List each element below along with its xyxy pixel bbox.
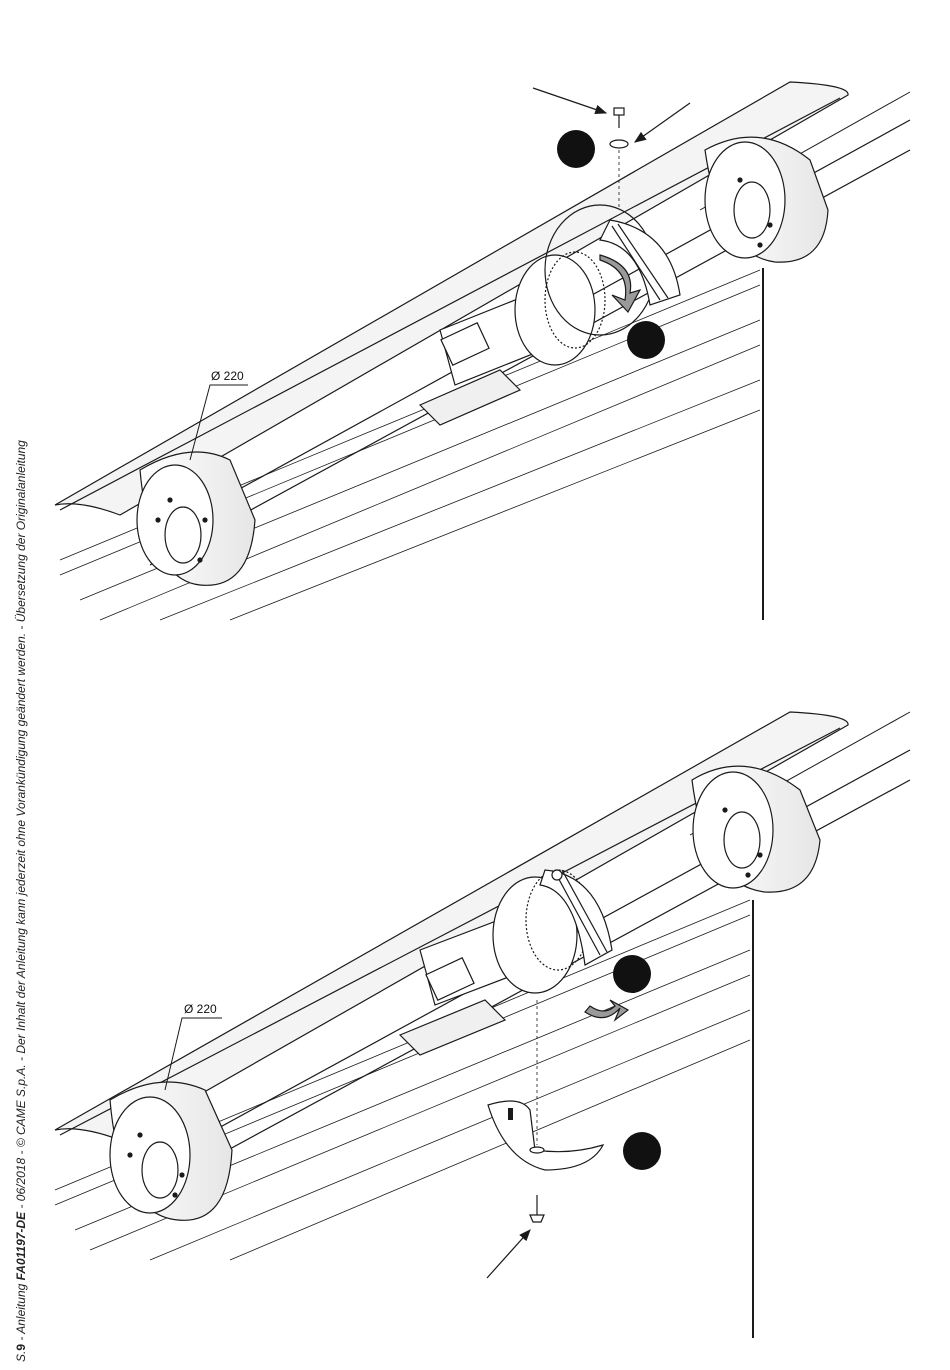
figure-top bbox=[55, 82, 910, 620]
step-marker bbox=[613, 955, 651, 993]
arrow-screw bbox=[487, 1230, 530, 1278]
motor-assembly bbox=[400, 870, 612, 1055]
drum-right bbox=[692, 766, 820, 892]
drum-left bbox=[110, 1082, 232, 1220]
drum-right bbox=[705, 137, 828, 262]
cover-half bbox=[488, 1101, 603, 1170]
dimension-label-bottom: Ø 220 bbox=[184, 1002, 217, 1016]
dimension-label-top: Ø 220 bbox=[211, 369, 244, 383]
step-marker bbox=[627, 321, 665, 359]
arrow-screw bbox=[533, 88, 606, 113]
drum-left bbox=[137, 452, 255, 585]
step-marker bbox=[557, 130, 595, 168]
rotation-arrow-icon bbox=[600, 255, 640, 312]
arrow-washer bbox=[635, 103, 690, 142]
screw bbox=[530, 1195, 544, 1222]
step-marker bbox=[623, 1132, 661, 1170]
figure-bottom bbox=[55, 712, 910, 1338]
